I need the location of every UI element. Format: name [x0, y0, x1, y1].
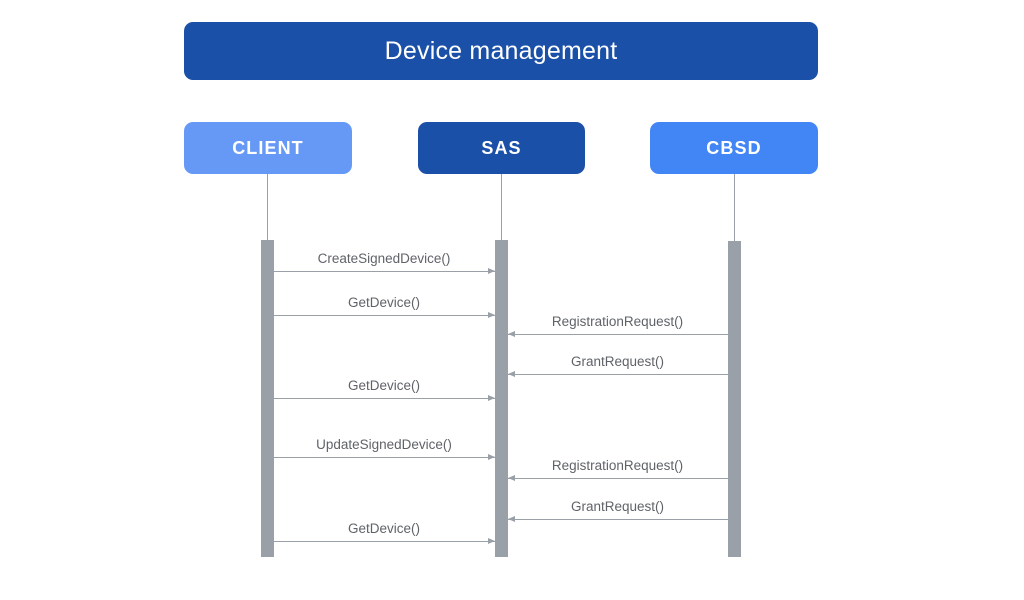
activation-bar-sas — [494, 240, 508, 557]
arrowhead-right-icon — [487, 394, 495, 401]
lifeline-sas — [501, 174, 502, 240]
activation-bar-cbsd — [727, 241, 741, 557]
message-label: RegistrationRequest() — [551, 457, 684, 473]
message-line — [273, 398, 495, 399]
participant-label-client: CLIENT — [232, 138, 304, 158]
message-label: GetDevice() — [347, 294, 420, 310]
message-line — [507, 334, 728, 335]
message-label: RegistrationRequest() — [551, 313, 684, 329]
lifeline-client — [267, 174, 268, 240]
participant-box-client[interactable]: CLIENT — [184, 122, 352, 174]
arrowhead-left-icon — [507, 370, 515, 377]
lifeline-cbsd — [734, 174, 735, 241]
message-line — [273, 271, 495, 272]
participant-box-sas[interactable]: SAS — [418, 122, 585, 174]
message-line — [273, 541, 495, 542]
message-line — [273, 315, 495, 316]
arrowhead-right-icon — [487, 453, 495, 460]
message-line — [507, 374, 728, 375]
message-label: GrantRequest() — [570, 353, 665, 369]
arrowhead-left-icon — [507, 474, 515, 481]
arrowhead-left-icon — [507, 330, 515, 337]
participant-label-sas: SAS — [481, 138, 522, 158]
message-line — [273, 457, 495, 458]
message-label: CreateSignedDevice() — [317, 250, 451, 266]
diagram-title-banner: Device management — [184, 22, 818, 80]
arrowhead-right-icon — [487, 311, 495, 318]
participant-box-cbsd[interactable]: CBSD — [650, 122, 818, 174]
message-line — [507, 478, 728, 479]
activation-bar-client — [260, 240, 274, 557]
arrowhead-right-icon — [487, 537, 495, 544]
message-label: GetDevice() — [347, 520, 420, 536]
arrowhead-left-icon — [507, 515, 515, 522]
message-label: GrantRequest() — [570, 498, 665, 514]
participant-label-cbsd: CBSD — [706, 138, 762, 158]
message-label: UpdateSignedDevice() — [316, 436, 452, 452]
page-title: Device management — [384, 36, 618, 65]
message-line — [507, 519, 728, 520]
message-label: GetDevice() — [347, 377, 420, 393]
arrowhead-right-icon — [487, 267, 495, 274]
